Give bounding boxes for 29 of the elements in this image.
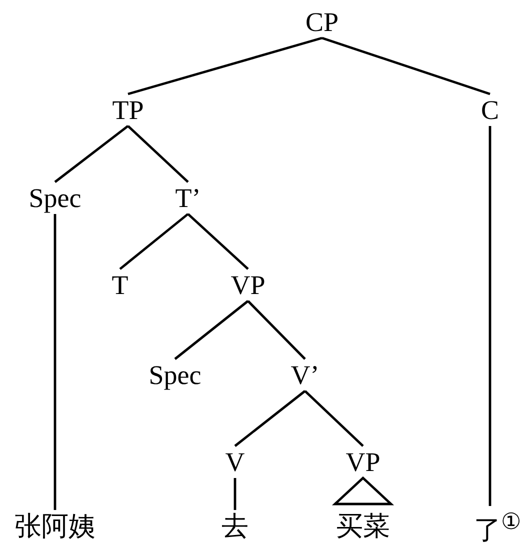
tree-label: V’	[290, 360, 320, 390]
branch-line	[187, 213, 249, 270]
branch-line	[488, 126, 492, 506]
branch-line	[247, 300, 306, 360]
tree-label: 了$^{①}$	[474, 507, 522, 545]
tree-label: VP	[230, 270, 266, 300]
tree-label: T	[112, 270, 128, 300]
branch-line	[234, 478, 236, 510]
tree-label: Spec	[28, 183, 82, 213]
tree-label: 张阿姨	[14, 511, 96, 541]
branch-line	[304, 390, 364, 447]
branch-line	[174, 300, 249, 360]
tree-label: VP	[346, 447, 380, 477]
branch-line	[54, 214, 56, 510]
triangle-branch	[332, 476, 394, 506]
tree-label: 去	[222, 511, 248, 541]
tree-label: TP	[112, 95, 144, 125]
tree-label: 买菜	[336, 511, 390, 541]
branch-line	[128, 36, 322, 96]
tree-label: V	[225, 447, 245, 477]
branch-line	[119, 213, 189, 270]
branch-line	[54, 125, 129, 183]
tree-label: CP	[305, 7, 339, 37]
tree-label: C	[481, 95, 499, 125]
branch-line	[322, 36, 490, 96]
tree-label: T’	[175, 183, 201, 213]
branch-line	[127, 125, 189, 183]
tree-label: Spec	[148, 360, 202, 390]
branch-line	[234, 390, 306, 447]
